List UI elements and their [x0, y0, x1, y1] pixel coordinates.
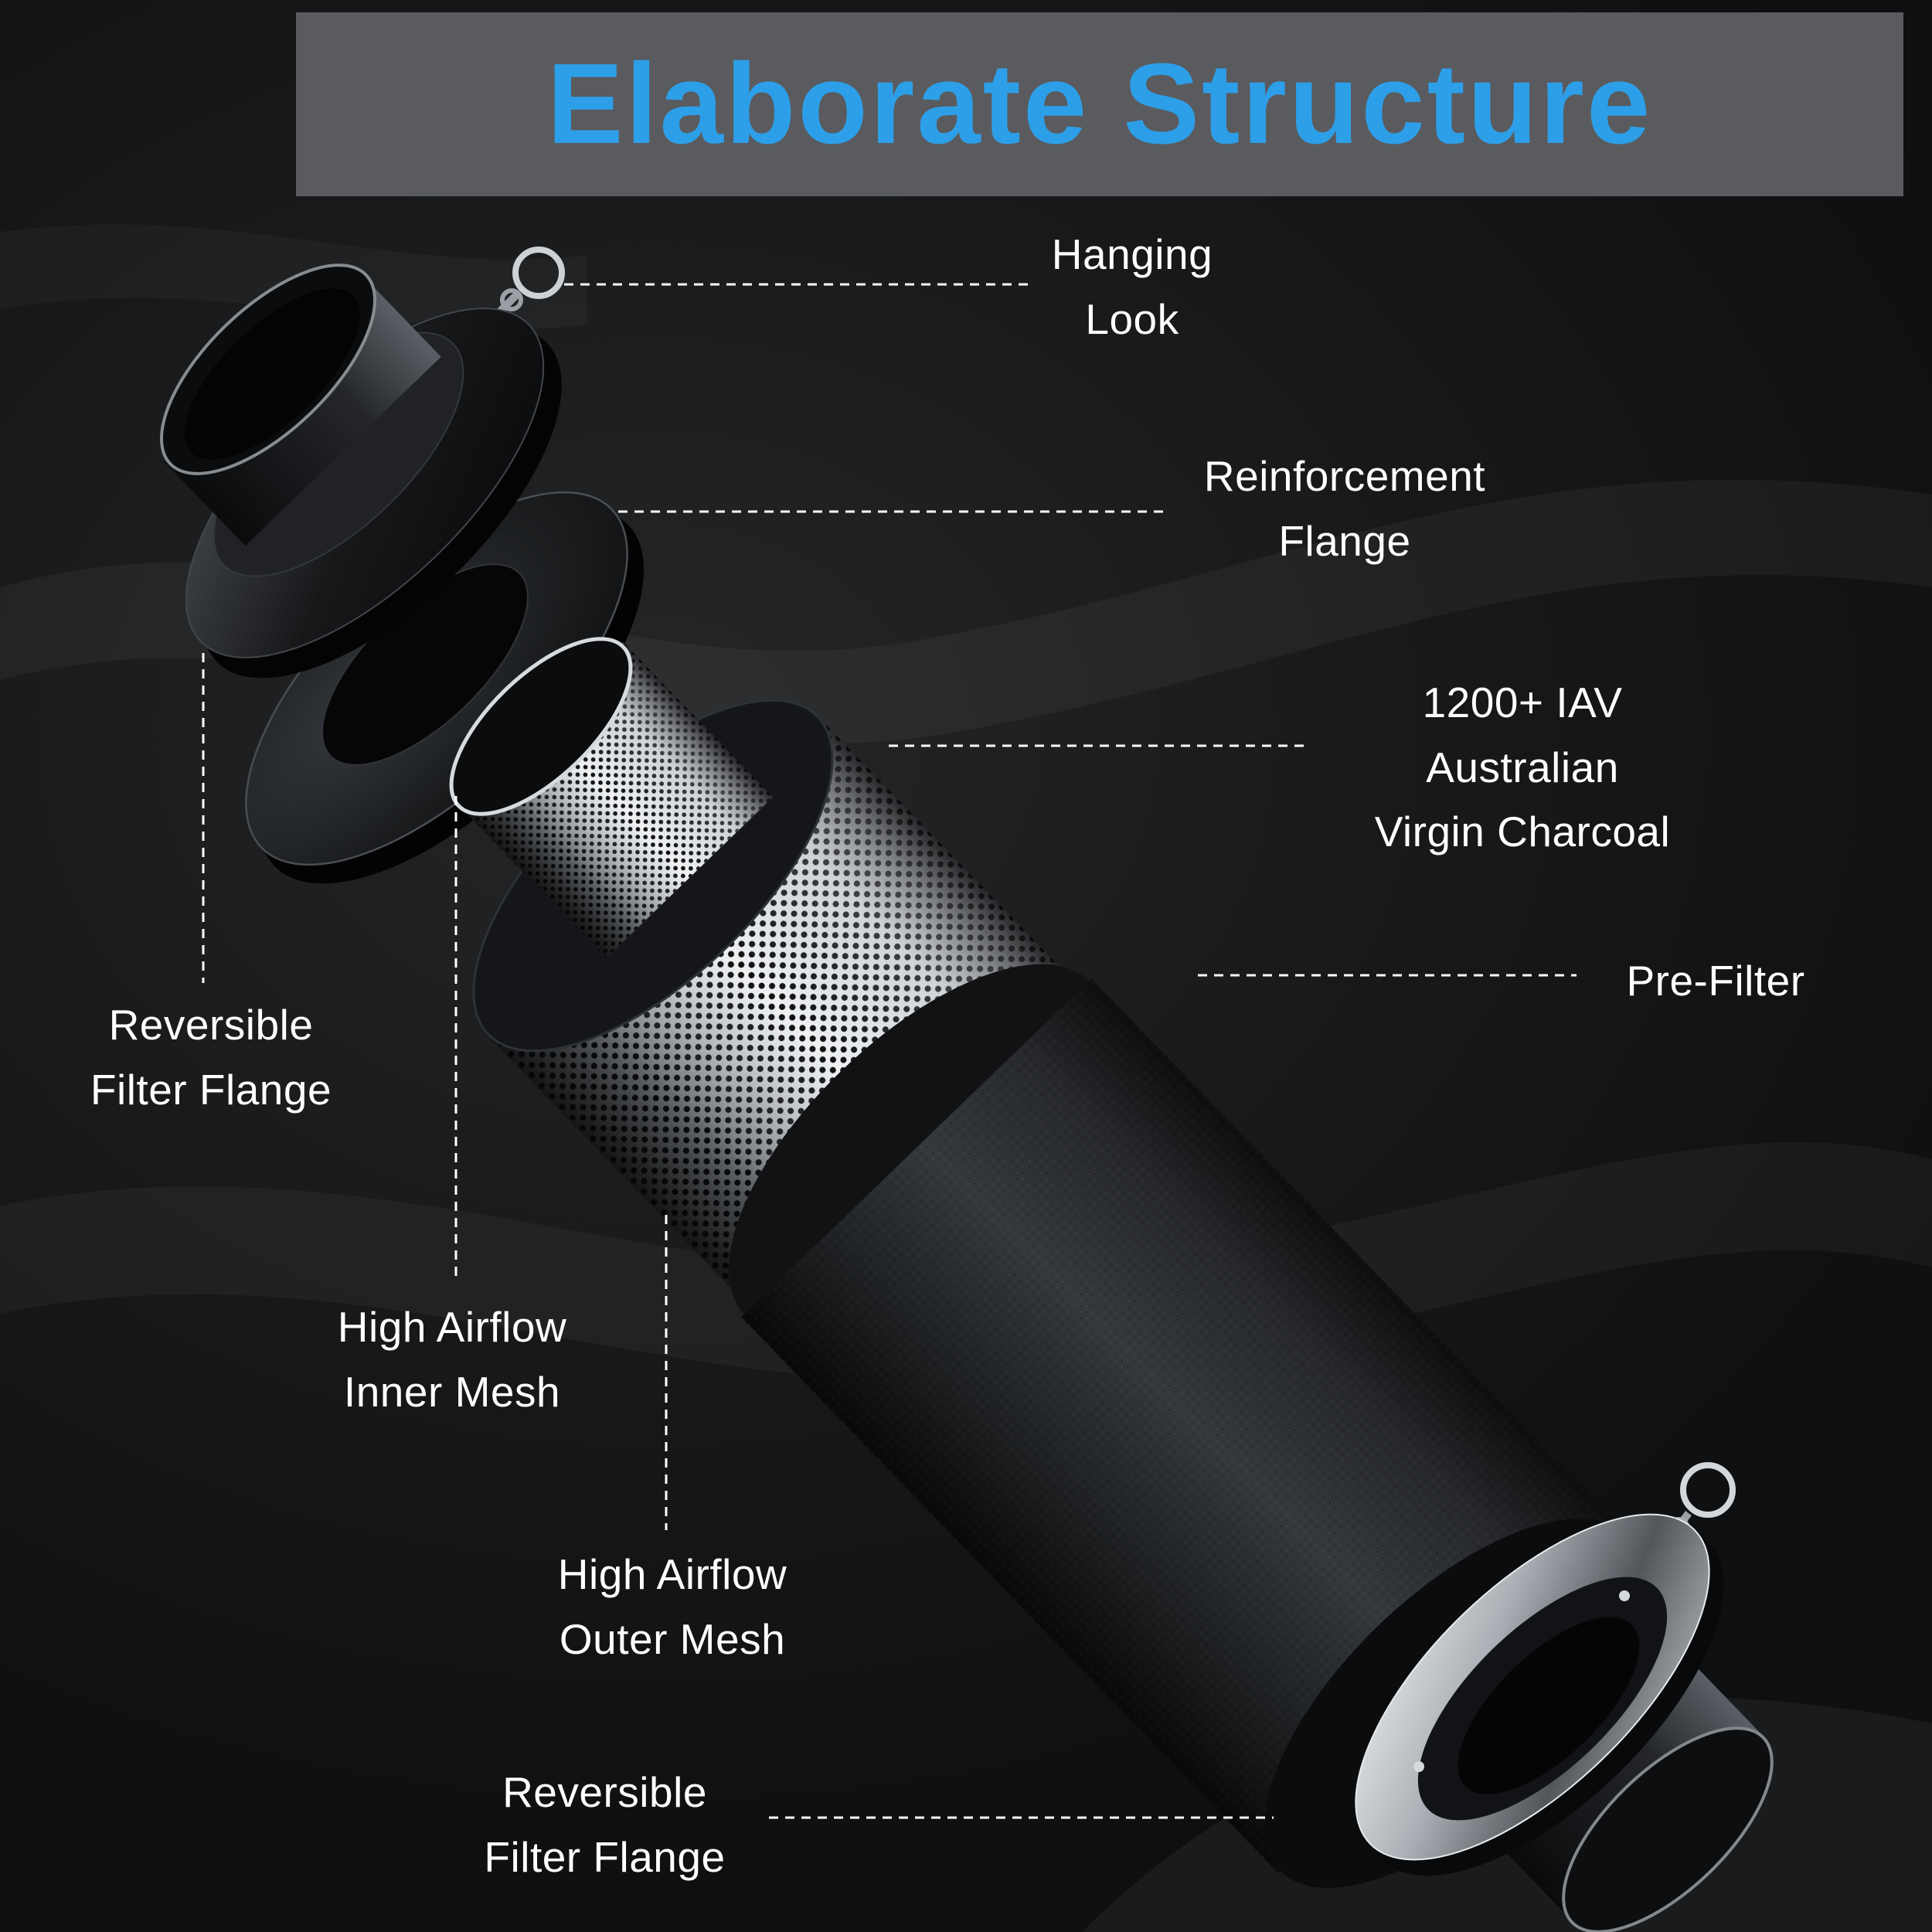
callout-line: Australian	[1426, 743, 1619, 791]
callout-reversible-filter-flange-left: Reversible Filter Flange	[37, 993, 385, 1122]
title-banner: Elaborate Structure	[296, 12, 1903, 196]
page-title: Elaborate Structure	[546, 40, 1653, 168]
top-reversible-filter-flange	[160, 247, 565, 679]
callout-line: Virgin Charcoal	[1374, 808, 1671, 856]
callout-high-airflow-outer-mesh: High Airflow Outer Mesh	[487, 1543, 858, 1672]
reinforcement-flange-ring	[245, 491, 645, 884]
callout-line: Reinforcement	[1203, 452, 1486, 500]
callout-line: Reversible	[108, 1001, 314, 1049]
callout-line: High Airflow	[337, 1303, 567, 1351]
callout-line: Look	[1085, 294, 1179, 343]
callout-line: Filter Flange	[484, 1832, 726, 1881]
callout-line: Filter Flange	[90, 1065, 332, 1114]
callout-high-airflow-inner-mesh: High Airflow Inner Mesh	[270, 1295, 634, 1424]
callout-line: High Airflow	[557, 1550, 787, 1598]
callout-line: Flange	[1278, 516, 1411, 565]
callout-line: Reversible	[502, 1768, 707, 1816]
callout-line: Outer Mesh	[559, 1614, 786, 1663]
callout-line: Pre-Filter	[1626, 957, 1805, 1005]
callout-hanging-look: Hanging Look	[1005, 223, 1260, 352]
callout-line: Hanging	[1051, 230, 1213, 278]
callout-line: 1200+ IAV	[1422, 679, 1623, 726]
bottom-reversible-filter-flange	[1355, 1462, 1774, 1932]
callout-reinforcement-flange: Reinforcement Flange	[1155, 444, 1534, 573]
filter-body	[449, 637, 1643, 1888]
callout-line: Inner Mesh	[343, 1367, 561, 1416]
leader-lines	[202, 283, 1577, 1819]
callout-reversible-filter-flange-bottom: Reversible Filter Flange	[429, 1760, 781, 1889]
callout-charcoal: 1200+ IAV Australian Virgin Charcoal	[1318, 671, 1727, 865]
inner-mesh-cylinder	[449, 637, 774, 958]
callout-pre-filter: Pre-Filter	[1584, 949, 1847, 1014]
charcoal-mesh-band	[485, 714, 1069, 1295]
